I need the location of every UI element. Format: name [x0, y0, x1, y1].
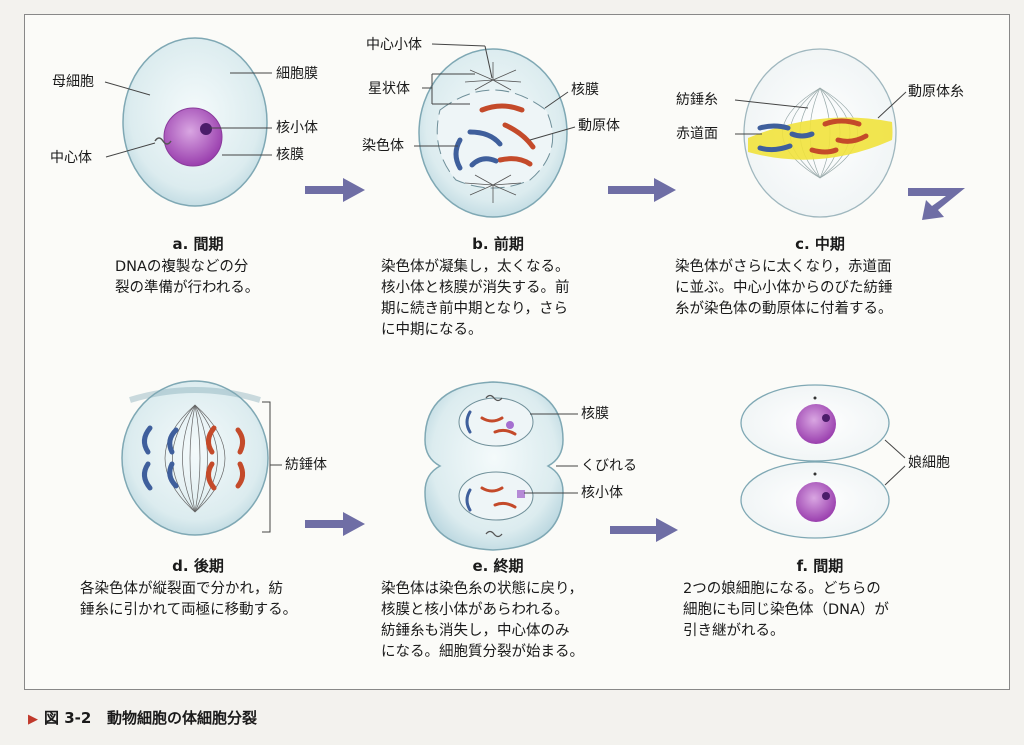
label-kinetochore-b: 動原体 [578, 118, 620, 134]
title-e: e. 終期 [472, 557, 524, 575]
triangle-marker-icon: ▶ [28, 712, 38, 727]
desc-d: 各染色体が縦裂面で分かれ，紡錘糸に引かれて両極に移動する。 [80, 581, 298, 618]
label-aster: 星状体 [368, 81, 410, 97]
desc-f: 2つの娘細胞になる。どちらの細胞にも同じ染色体（DNA）が引き継がれる。 [683, 581, 889, 639]
desc-b: 染色体が凝集し，太くなる。核小体と核膜が消失する。前期に続き前中期となり，さらに… [381, 259, 570, 338]
title-a: a. 間期 [172, 235, 224, 253]
leaders-a [104, 72, 272, 158]
leaders-b [414, 43, 576, 147]
label-centrosome-a: 中心体 [50, 150, 92, 166]
label-equatorial-plane: 赤道面 [676, 126, 718, 142]
label-nuclear-membrane-b: 核膜 [571, 82, 599, 98]
cell-a-interphase [122, 37, 268, 207]
desc-c: 染色体がさらに太くなり，赤道面に並ぶ。中心小体からのびた紡錘糸が染色体の動原体に… [675, 259, 893, 317]
label-centriole: 中心小体 [366, 37, 422, 53]
cell-f-daughters [740, 384, 890, 539]
label-daughter-cell: 娘細胞 [908, 455, 950, 471]
label-nucleolus-e: 核小体 [581, 485, 623, 501]
label-cell-membrane: 細胞膜 [276, 66, 318, 82]
cell-b-prophase [418, 48, 568, 218]
label-spindle: 紡錘体 [285, 457, 327, 473]
figure-caption: ▶ 図 3-2 動物細胞の体細胞分裂 [28, 707, 257, 728]
leaders-c [734, 91, 907, 135]
cell-c-metaphase [743, 48, 897, 218]
arrow-d-e [305, 512, 365, 536]
desc-e: 染色体は染色糸の状態に戻り，核膜と核小体があらわれる。紡錘糸も消失し，中心体のみ… [381, 581, 584, 660]
label-constriction: くびれる [581, 458, 637, 474]
label-nuclear-membrane-e: 核膜 [581, 406, 609, 422]
caption-text: 動物細胞の体細胞分裂 [107, 709, 258, 727]
label-nucleolus-a: 核小体 [276, 120, 318, 136]
label-mother-cell: 母細胞 [52, 74, 94, 90]
caption-prefix: 図 3-2 [44, 709, 92, 727]
cell-d-anaphase [121, 380, 269, 536]
label-spindle-fiber: 紡錘糸 [676, 92, 718, 108]
label-nuclear-membrane-a: 核膜 [276, 147, 304, 163]
bracket-d [262, 401, 282, 533]
arrow-c-d [908, 188, 965, 220]
label-chromosome: 染色体 [362, 138, 404, 154]
arrow-a-b [305, 178, 365, 202]
leaders-f [884, 439, 906, 486]
label-kinetochore-fiber: 動原体糸 [908, 84, 964, 100]
title-f: f. 間期 [796, 557, 844, 575]
leaders-e [524, 413, 578, 494]
title-c: c. 中期 [795, 235, 845, 253]
title-b: b. 前期 [472, 235, 524, 253]
arrow-e-f [610, 518, 678, 542]
arrow-b-c [608, 178, 676, 202]
title-d: d. 後期 [172, 557, 224, 575]
desc-a: DNAの複製などの分裂の準備が行われる。 [115, 259, 260, 296]
cell-e-telophase [424, 381, 564, 551]
